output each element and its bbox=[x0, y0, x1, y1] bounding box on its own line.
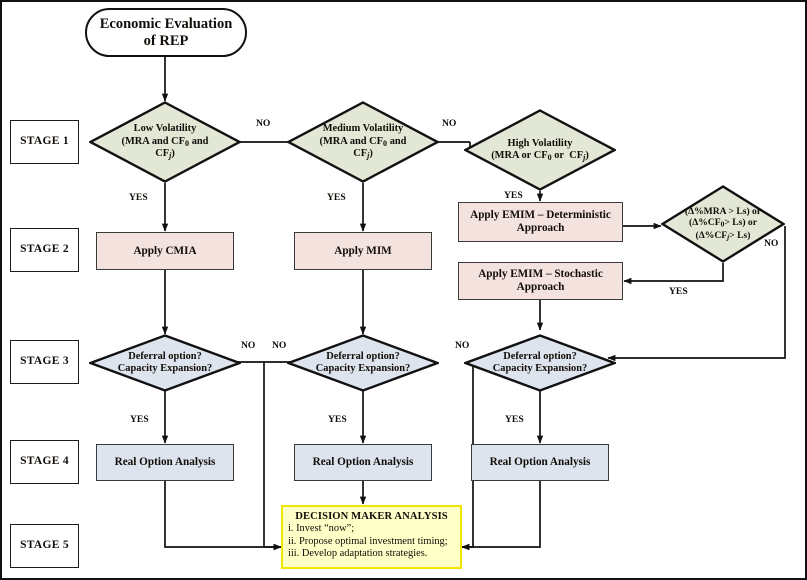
stage-label-1-text: STAGE 1 bbox=[20, 135, 69, 148]
decision-deferral-2-label: Deferral option?Capacity Expansion? bbox=[315, 350, 411, 374]
process-apply-cmia: Apply CMIA bbox=[96, 232, 234, 270]
stage-label-1: STAGE 1 bbox=[10, 120, 79, 164]
edge-label-yes-deferral-1: YES bbox=[130, 414, 149, 425]
stage-label-4: STAGE 4 bbox=[10, 440, 79, 484]
decision-maker-item-2: ii. Propose optimal investment timing; bbox=[288, 535, 448, 547]
decision-deferral-3: Deferral option?Capacity Expansion? bbox=[464, 334, 616, 392]
edge-label-no-threshold: NO bbox=[764, 238, 779, 249]
decision-threshold-check: (Δ%MRA > Ls) or(Δ%CF0> Ls) or(Δ%CFj> Ls) bbox=[661, 185, 785, 263]
decision-maker-item-1: i. Invest “now”; bbox=[288, 523, 355, 534]
edge-label-yes-medium: YES bbox=[327, 192, 346, 203]
edge-label-no-low-to-medium: NO bbox=[256, 118, 271, 129]
stage-label-4-text: STAGE 4 bbox=[20, 455, 69, 468]
decision-deferral-3-label: Deferral option?Capacity Expansion? bbox=[492, 350, 588, 374]
edge-label-yes-high: YES bbox=[504, 190, 523, 201]
diamond-shape bbox=[464, 109, 616, 191]
process-apply-mim: Apply MIM bbox=[294, 232, 432, 270]
process-real-option-analysis-1: Real Option Analysis bbox=[96, 444, 234, 481]
decision-maker-analysis-list: i. Invest “now”; ii. Propose optimal inv… bbox=[288, 523, 455, 561]
decision-maker-item-3: iii. Develop adaptation strategies. bbox=[288, 548, 428, 560]
decision-maker-analysis-title: DECISION MAKER ANALYSIS bbox=[295, 511, 448, 522]
edge-label-no-deferral-2: NO bbox=[272, 340, 287, 351]
diamond-shape bbox=[661, 185, 785, 263]
edge-label-yes-low: YES bbox=[129, 192, 148, 203]
process-real-option-analysis-2-label: Real Option Analysis bbox=[312, 456, 414, 469]
diamond-shape bbox=[287, 101, 439, 183]
decision-deferral-2: Deferral option?Capacity Expansion? bbox=[287, 334, 439, 392]
decision-deferral-1: Deferral option?Capacity Expansion? bbox=[89, 334, 241, 392]
edge-label-no-deferral-1: NO bbox=[241, 340, 256, 351]
stage-label-3-text: STAGE 3 bbox=[20, 355, 69, 368]
diamond-shape bbox=[89, 334, 241, 392]
diamond-shape bbox=[287, 334, 439, 392]
process-apply-mim-label: Apply MIM bbox=[334, 244, 392, 257]
stage-label-2: STAGE 2 bbox=[10, 228, 79, 272]
process-real-option-analysis-1-label: Real Option Analysis bbox=[114, 456, 216, 469]
stage-label-2-text: STAGE 2 bbox=[20, 243, 69, 256]
process-real-option-analysis-2: Real Option Analysis bbox=[294, 444, 432, 481]
process-apply-cmia-label: Apply CMIA bbox=[133, 244, 197, 257]
edge-label-no-medium-to-high: NO bbox=[442, 118, 457, 129]
process-real-option-analysis-3: Real Option Analysis bbox=[471, 444, 609, 481]
process-real-option-analysis-3-label: Real Option Analysis bbox=[489, 456, 591, 469]
stage-label-3: STAGE 3 bbox=[10, 340, 79, 384]
edge-label-yes-deferral-3: YES bbox=[505, 414, 524, 425]
diamond-shape bbox=[464, 334, 616, 392]
stage-label-5-text: STAGE 5 bbox=[20, 539, 69, 552]
decision-high-volatility: High Volatility(MRA or CF0 or CFj) bbox=[464, 109, 616, 191]
decision-deferral-1-label: Deferral option?Capacity Expansion? bbox=[117, 350, 213, 374]
edge-label-yes-threshold: YES bbox=[669, 286, 688, 297]
diamond-shape bbox=[89, 101, 241, 183]
edge-label-no-deferral-3: NO bbox=[455, 340, 470, 351]
decision-high-volatility-label: High Volatility(MRA or CF0 or CFj) bbox=[491, 137, 589, 162]
decision-threshold-check-label: (Δ%MRA > Ls) or(Δ%CF0> Ls) or(Δ%CFj> Ls) bbox=[684, 205, 762, 242]
stage-label-5: STAGE 5 bbox=[10, 524, 79, 568]
edge-label-yes-deferral-2: YES bbox=[328, 414, 347, 425]
decision-maker-analysis-box: DECISION MAKER ANALYSIS i. Invest “now”;… bbox=[281, 505, 462, 569]
